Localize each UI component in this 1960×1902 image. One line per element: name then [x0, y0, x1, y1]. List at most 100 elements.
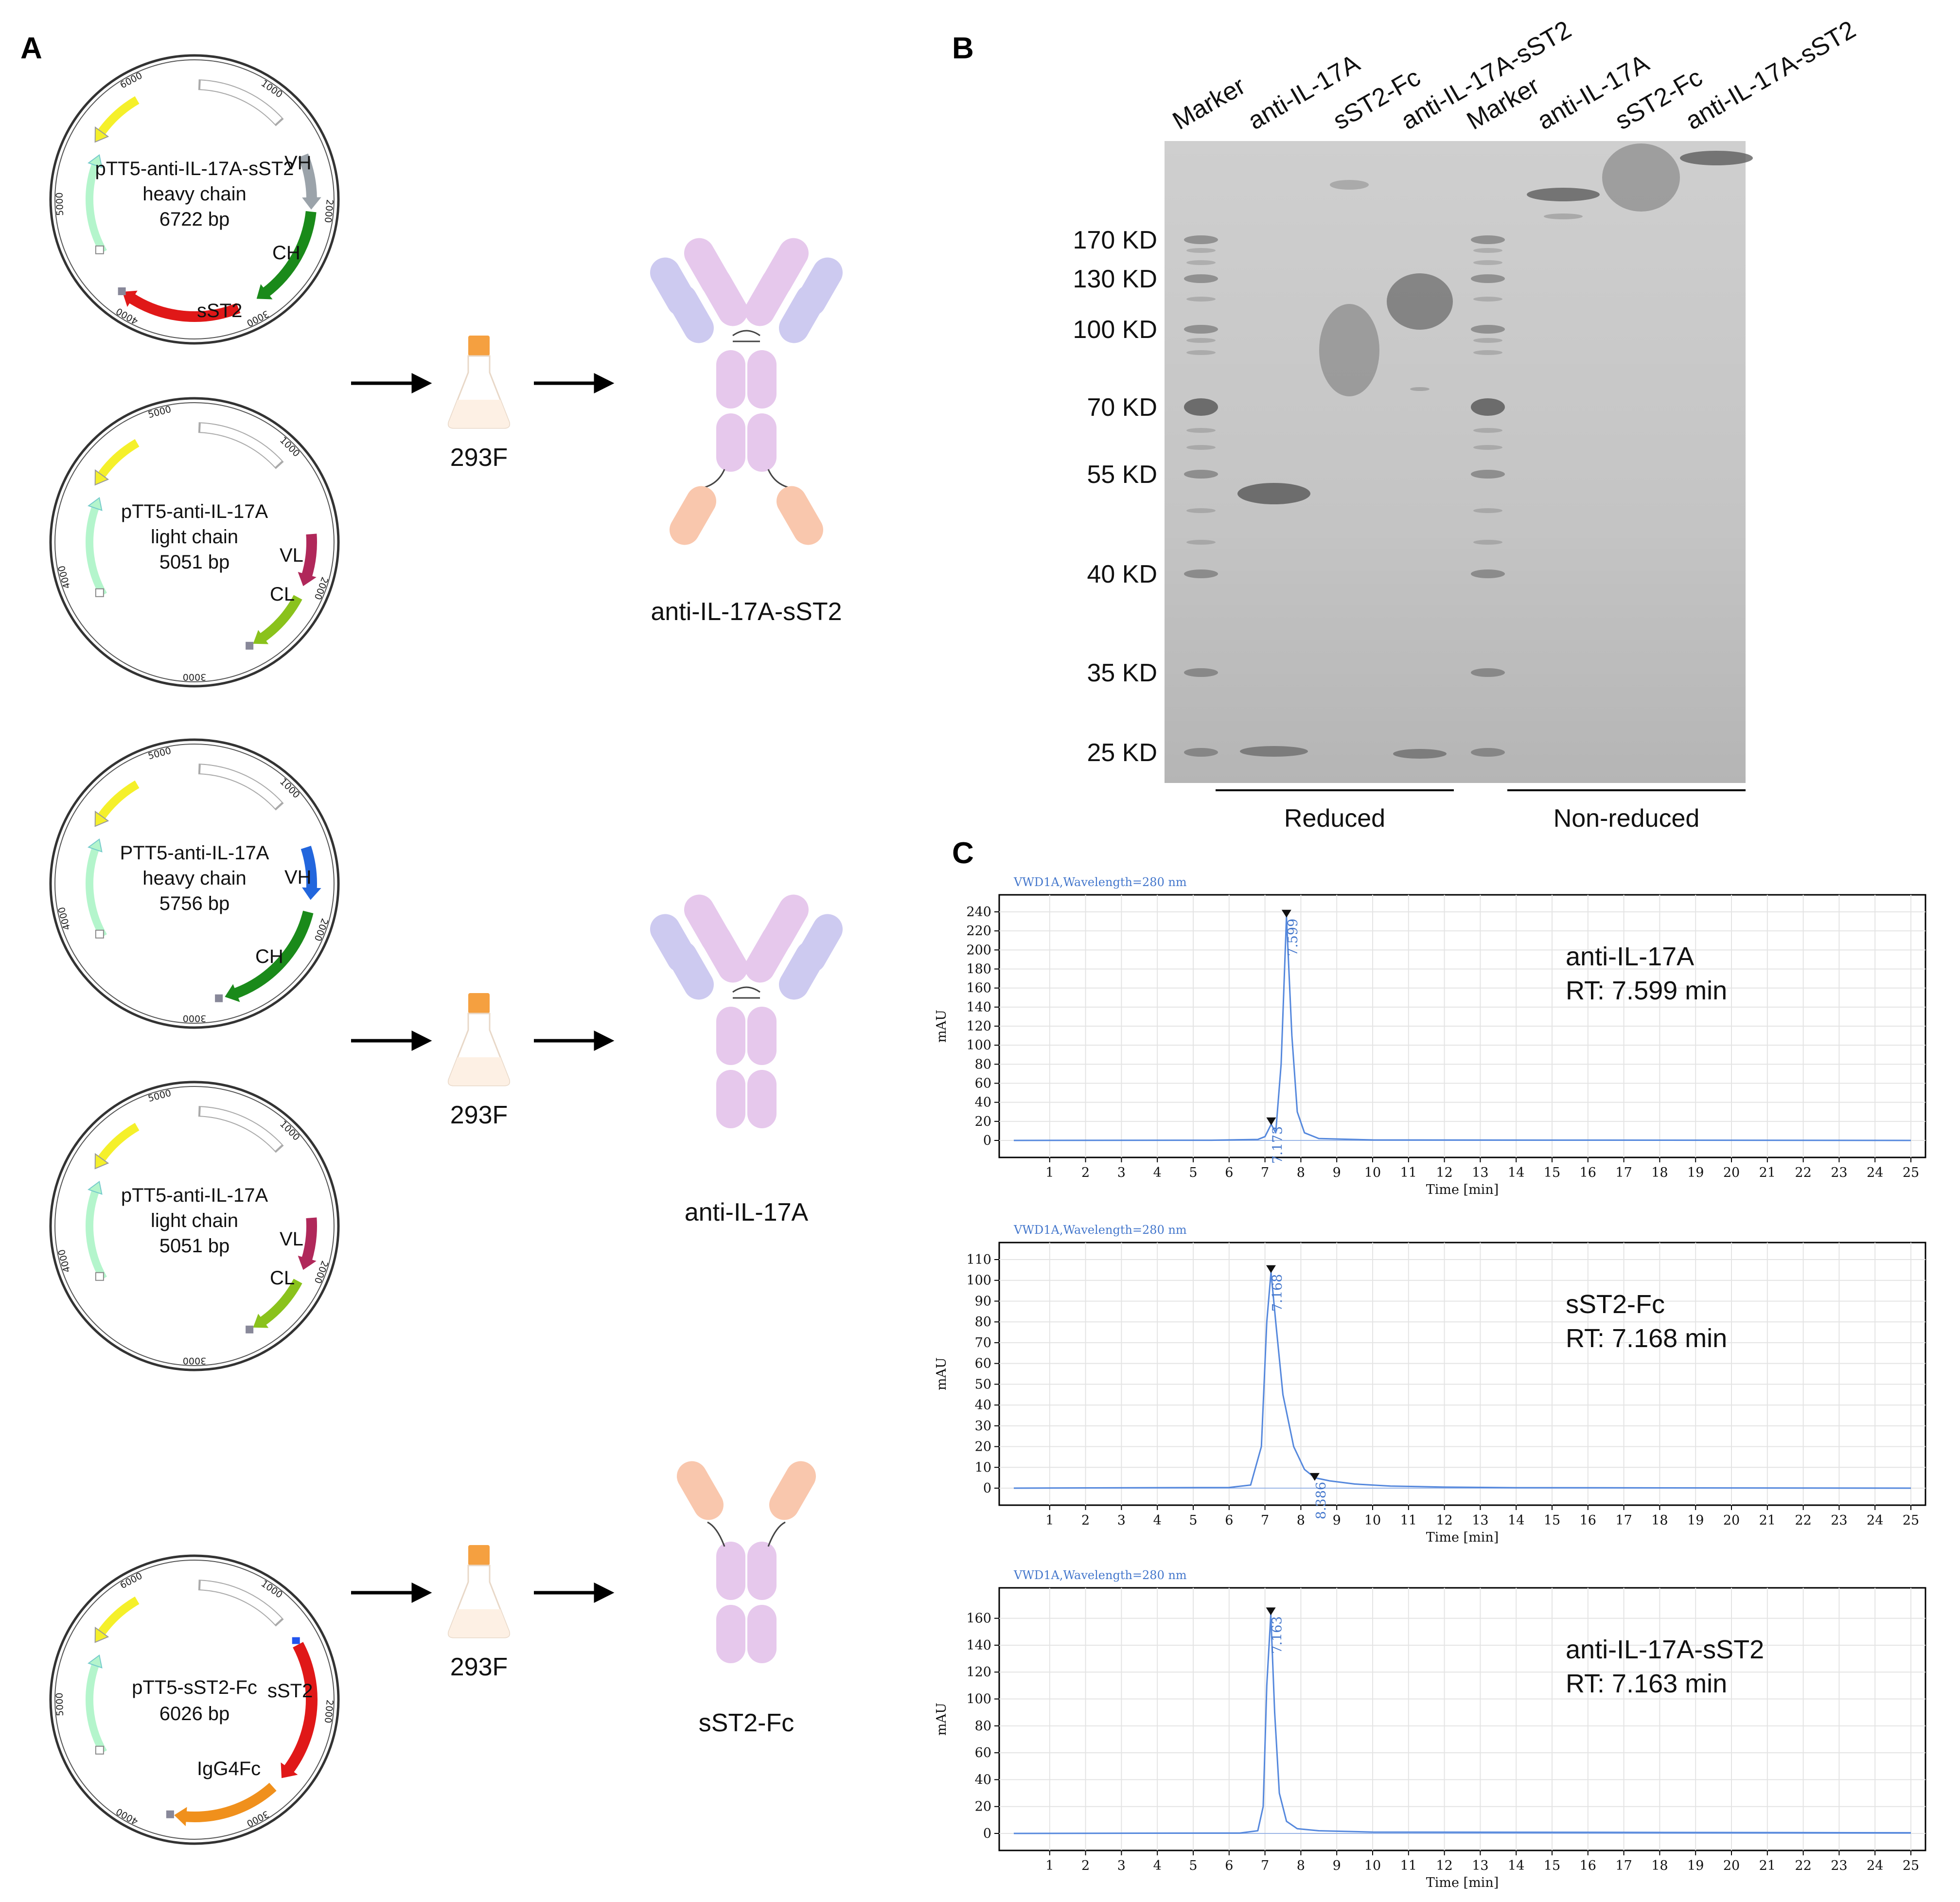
x-tick-label: 15	[1544, 1513, 1560, 1528]
flask-medium	[448, 1609, 510, 1637]
marker-size-label: 170 KD	[1073, 226, 1157, 254]
product-label: anti-IL-17A-sST2	[651, 598, 842, 626]
stop-marker	[166, 1810, 174, 1818]
y-tick-label: 0	[983, 1481, 991, 1496]
fc-ch2	[747, 1007, 777, 1065]
heavy-chain-ch1	[701, 924, 748, 983]
flask-cap	[468, 1545, 490, 1565]
fc-ch3	[747, 413, 777, 472]
fc-ch3	[716, 1605, 745, 1663]
x-tick-label: 24	[1867, 1513, 1883, 1528]
backbone-mint-arrow	[86, 162, 107, 254]
backbone-yellow-arrow-head	[94, 810, 109, 827]
hinge-disulfide	[732, 986, 760, 999]
plasmid-chain: light chain	[151, 1210, 238, 1231]
plasmid-size: 5051 bp	[159, 551, 230, 573]
x-tick-label: 21	[1759, 1513, 1776, 1528]
x-tick-label: 4	[1153, 1858, 1162, 1873]
flask-icon	[448, 336, 510, 429]
light-chain-cl	[667, 941, 714, 1000]
x-tick-label: 14	[1508, 1165, 1524, 1180]
plasmid-backbone-circle	[49, 738, 340, 1029]
x-tick-label: 9	[1333, 1513, 1341, 1528]
sst2-domain	[777, 486, 823, 545]
x-tick-label: 22	[1795, 1513, 1811, 1528]
y-tick-label: 40	[975, 1095, 991, 1110]
y-tick-label: 0	[983, 1133, 991, 1148]
ladder-band	[1186, 297, 1216, 302]
ladder-band	[1473, 338, 1502, 343]
fc-ch3	[716, 413, 745, 472]
group-label-reduced: Reduced	[1284, 804, 1385, 833]
ladder-band	[1473, 260, 1502, 265]
ladder-band	[1184, 274, 1218, 283]
peak-rt-label: 7.599	[1286, 919, 1301, 956]
x-tick-label: 12	[1436, 1165, 1452, 1180]
feature-label: sST2	[267, 1680, 313, 1702]
ladder-band	[1473, 350, 1502, 355]
linker	[767, 469, 795, 490]
plasmid-inner-circle	[54, 1086, 335, 1366]
backbone-yellow-arrow-head	[94, 469, 109, 486]
y-tick-label: 20	[975, 1799, 991, 1814]
band-fusion-heavy-chain	[1387, 273, 1453, 330]
feature-label: sST2	[197, 300, 242, 321]
ladder-band	[1473, 297, 1502, 302]
plasmid-map: VHCHsST2100020003000400050006000pTT5-ant…	[49, 54, 340, 345]
backbone-mint-arrow-head	[88, 1654, 103, 1669]
fc-ch2	[716, 350, 745, 409]
y-tick-label: 180	[966, 962, 991, 977]
lane-label: Marker	[1168, 71, 1250, 135]
ch-segment	[262, 211, 317, 298]
x-tick-label: 23	[1831, 1858, 1847, 1873]
y-tick-label: 160	[966, 1611, 991, 1626]
chromatogram-header: VWD1A,Wavelength=280 nm	[1013, 1568, 1187, 1582]
gel-image	[1165, 141, 1746, 783]
x-tick-label: 18	[1651, 1165, 1668, 1180]
ladder-band	[1471, 668, 1505, 677]
ladder-band	[1471, 470, 1505, 479]
y-tick-label: 100	[966, 1273, 991, 1288]
ladder-band	[1184, 569, 1218, 578]
y-tick-label: 40	[975, 1398, 991, 1413]
plasmid-backbone-circle	[49, 1554, 340, 1845]
backbone-mint-arrow-head	[88, 154, 103, 168]
x-tick-label: 1	[1045, 1513, 1054, 1528]
plasmid-inner-circle	[54, 59, 335, 339]
x-tick-label: 14	[1508, 1513, 1524, 1528]
x-tick-label: 10	[1364, 1165, 1381, 1180]
peak-marker	[1309, 1473, 1320, 1481]
x-tick-label: 11	[1400, 1165, 1417, 1180]
band-faint	[1330, 180, 1369, 190]
light-chain-cl	[667, 284, 714, 343]
peak-marker	[1266, 1117, 1276, 1125]
y-tick-label: 140	[966, 1638, 991, 1653]
feature-label: CH	[255, 946, 283, 967]
vh-segment	[300, 846, 317, 890]
x-tick-label: 6	[1225, 1858, 1233, 1873]
x-tick-label: 20	[1723, 1513, 1740, 1528]
x-tick-label: 4	[1153, 1513, 1162, 1528]
cl-segment	[259, 595, 302, 642]
x-tick-label: 16	[1580, 1513, 1596, 1528]
x-tick-label: 4	[1153, 1165, 1162, 1180]
ch-segment-head	[256, 284, 273, 300]
plasmid-backbone-circle	[49, 54, 340, 345]
y-axis-label: mAU	[934, 1357, 949, 1390]
x-tick-label: 13	[1472, 1858, 1488, 1873]
plasmid-map: sST2IgG4Fc100020003000400050006000pTT5-s…	[49, 1554, 340, 1845]
backbone-marker-box	[95, 245, 104, 254]
plasmid-chain: light chain	[151, 526, 238, 548]
y-tick-label: 160	[966, 981, 991, 996]
peak-marker	[1281, 909, 1291, 918]
retention-time: RT: 7.168 min	[1566, 1324, 1727, 1353]
vl-segment	[301, 1217, 317, 1262]
sst2-segment	[127, 293, 241, 322]
x-tick-label: 20	[1723, 1858, 1740, 1873]
x-tick-label: 3	[1117, 1165, 1126, 1180]
x-tick-label: 13	[1472, 1513, 1488, 1528]
sst2-domain	[769, 1461, 816, 1520]
